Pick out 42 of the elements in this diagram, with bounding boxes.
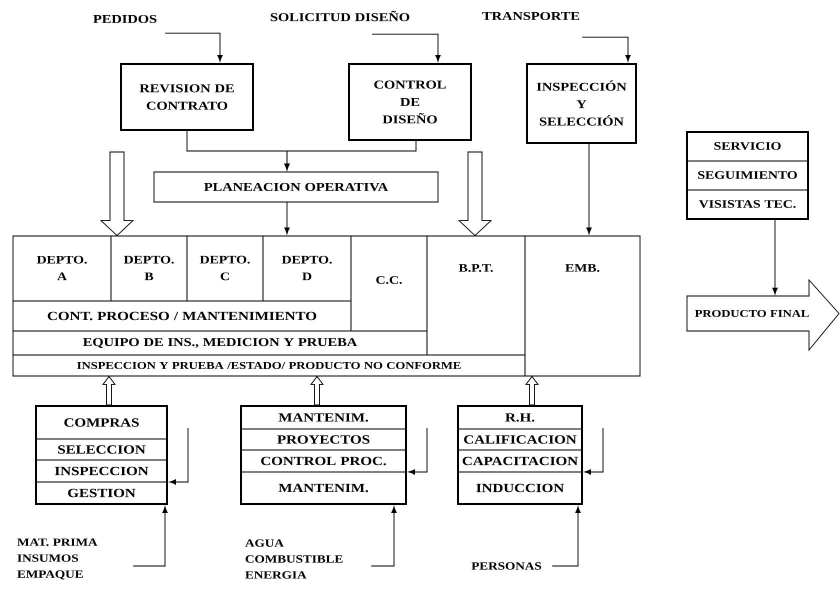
table-cell: B.P.T. [426,236,526,356]
table-cell: INSPECCION Y PRUEBA /ESTADO/ PRODUCTO NO CONFORME [12,354,526,376]
table-cell: DEPTO. C [186,236,264,302]
arrow [772,220,778,294]
arrow [132,506,168,566]
arrow [582,36,631,62]
input-label: TRANSPORTE [482,12,580,20]
arrow [372,34,441,62]
hollow-arrow [102,376,116,406]
input-label: MAT. PRIMA INSUMOS EMPAQUE [17,538,98,580]
table-cell: CONT. PROCESO / MANTENIMIENTO [12,300,352,332]
arrow [408,428,428,475]
process-box: INSPECCIÓN Y SELECCIÓN [526,63,637,144]
process-box: PLANEACION OPERATIVA [154,172,438,202]
input-label: PEDIDOS [93,14,156,24]
process-box: CONTROL DE DISEÑO [348,63,472,141]
arrow [552,506,581,566]
table-cell: DEPTO. B [110,236,188,302]
hollow-arrow [100,152,134,236]
input-label: PERSONAS [472,562,542,570]
arrow [284,140,416,170]
input-label: AGUA COMBUSTIBLE ENERGIA [245,539,343,579]
table-cell: EQUIPO DE INS., MEDICION Y PRUEBA [12,330,428,356]
hollow-arrow [525,376,539,406]
list-box: COMPRAS SELECCION INSPECCION GESTION [35,405,168,505]
service-box: SERVICIO SEGUIMIENTO VISISTAS TEC. [686,131,809,220]
arrow [164,32,223,62]
list-box: MANTENIM. PROYECTOS CONTROL PROC. MANTENIM. [240,405,407,505]
hollow-arrow [310,376,324,406]
arrow [584,428,604,475]
arrow [586,144,592,234]
input-label: SOLICITUD DISEÑO [270,10,410,22]
hollow-arrow [458,152,492,236]
process-box: REVISION DE CONTRATO [120,63,254,131]
arrow [169,428,188,485]
table-cell: C.C. [350,236,428,332]
arrow [370,506,397,566]
list-box: R.H. CALIFICACION CAPACITACION INDUCCION [457,405,583,505]
arrow [284,202,290,234]
table-cell: DEPTO. A [12,236,112,302]
table-cell: DEPTO. D [262,236,352,302]
table-cell: EMB. [524,236,640,376]
